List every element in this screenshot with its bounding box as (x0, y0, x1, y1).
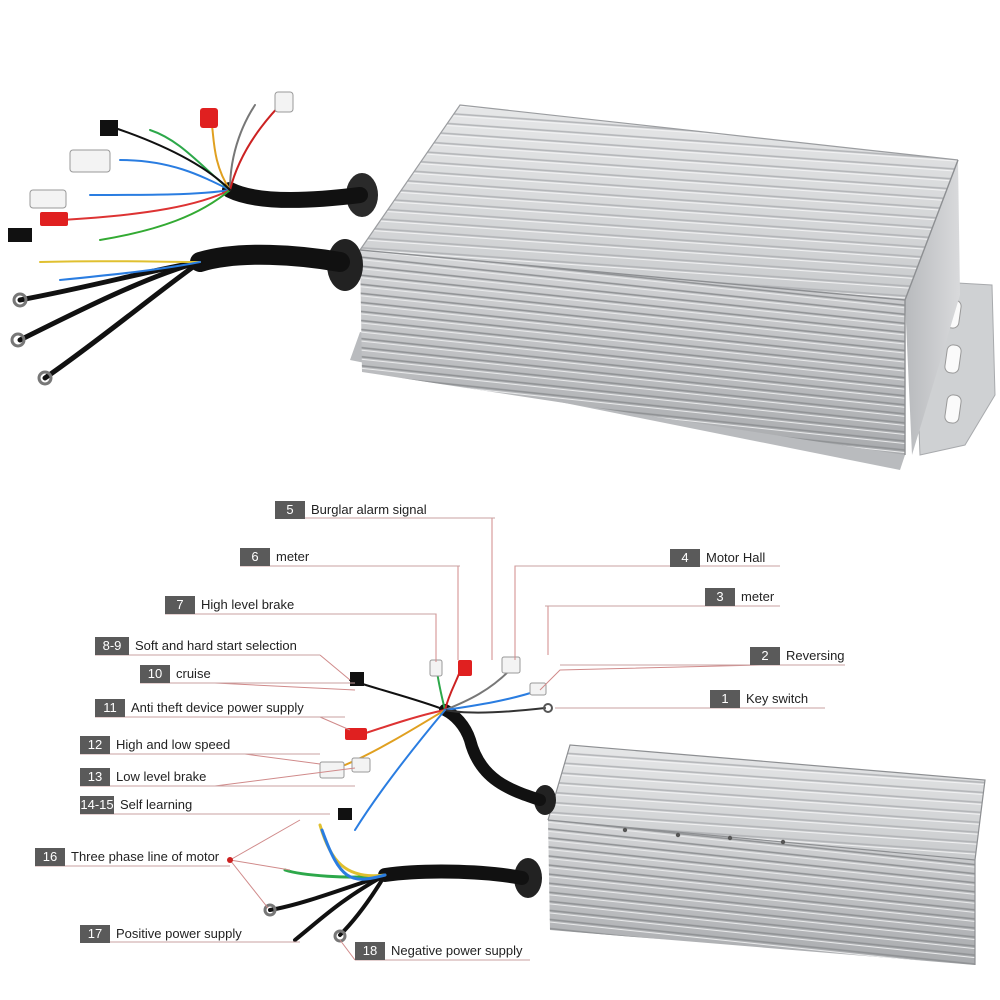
label-self-learning: 14-15 Self learning (80, 796, 192, 814)
label-soft-hard-start: 8-9 Soft and hard start selection (95, 637, 297, 655)
label-number: 13 (80, 768, 110, 786)
leader-dot (227, 857, 233, 863)
label-key-switch: 1 Key switch (710, 690, 808, 708)
label-number: 7 (165, 596, 195, 614)
label-text: Low level brake (116, 769, 207, 784)
label-number: 10 (140, 665, 170, 683)
label-number: 5 (275, 501, 305, 519)
controller-illustration (514, 744, 986, 965)
label-motor-hall: 4 Motor Hall (670, 549, 765, 567)
label-text: Burglar alarm signal (311, 502, 427, 517)
label-text: High and low speed (116, 737, 231, 752)
label-text: meter (276, 549, 310, 564)
label-text: Reversing (786, 648, 845, 663)
label-text: Motor Hall (706, 550, 766, 565)
label-reversing: 2 Reversing (750, 647, 845, 665)
wire-bundle (268, 664, 546, 942)
label-text: Positive power supply (116, 926, 242, 941)
label-meter-6: 6 meter (240, 548, 309, 566)
label-low-level-brake: 13 Low level brake (80, 768, 206, 786)
label-high-level-brake: 7 High level brake (165, 596, 294, 614)
label-text: cruise (176, 666, 211, 681)
label-number: 11 (95, 699, 125, 717)
label-anti-theft-power: 11 Anti theft device power supply (95, 699, 304, 717)
label-number: 8-9 (95, 637, 129, 655)
label-text: Negative power supply (391, 943, 523, 958)
label-high-low-speed: 12 High and low speed (80, 736, 230, 754)
connector-group (263, 656, 553, 943)
label-positive-power: 17 Positive power supply (80, 925, 242, 943)
controller-housing (359, 104, 960, 455)
label-number: 1 (710, 690, 740, 708)
label-number: 18 (355, 942, 385, 960)
label-underlines (35, 517, 845, 961)
label-negative-power: 18 Negative power supply (355, 942, 523, 960)
label-number: 3 (705, 588, 735, 606)
label-three-phase-line: 16 Three phase line of motor (35, 848, 219, 866)
connector-group (8, 91, 294, 386)
label-number: 14-15 (80, 796, 114, 814)
label-text: High level brake (201, 597, 295, 612)
label-number: 12 (80, 736, 110, 754)
label-number: 6 (240, 548, 270, 566)
label-text: meter (741, 589, 775, 604)
label-text: Key switch (746, 691, 809, 706)
label-text: Anti theft device power supply (131, 700, 304, 715)
label-burglar-alarm-signal: 5 Burglar alarm signal (275, 501, 427, 519)
label-number: 16 (35, 848, 65, 866)
label-number: 2 (750, 647, 780, 665)
wire-bundle (17, 99, 368, 381)
label-number: 4 (670, 549, 700, 567)
label-number: 17 (80, 925, 110, 943)
label-text: Self learning (120, 797, 193, 812)
label-text: Soft and hard start selection (135, 638, 297, 653)
label-text: Three phase line of motor (71, 849, 220, 864)
label-meter-3: 3 meter (705, 588, 774, 606)
label-cruise: 10 cruise (140, 665, 211, 683)
